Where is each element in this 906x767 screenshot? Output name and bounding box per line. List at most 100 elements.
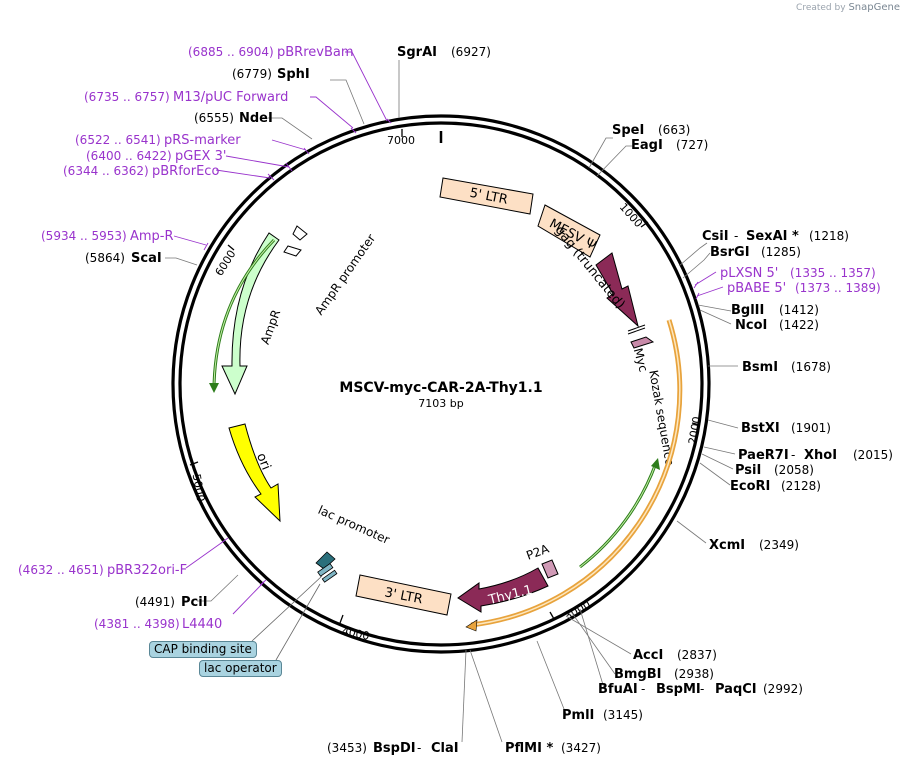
primer-pbr322-name[interactable]: pBR322ori-F	[107, 563, 187, 578]
site-pcii-pos: (4491)	[135, 595, 175, 609]
site-bglii-pos: (1412)	[779, 303, 819, 317]
tick-label-7000: 7000	[387, 134, 415, 147]
site-acci-pos: (2837)	[677, 648, 717, 662]
site-sphi-pos: (6779)	[232, 67, 272, 81]
site-ncoi-pos: (1422)	[779, 318, 819, 332]
site-bmgbi-name[interactable]: BmgBI	[614, 667, 662, 682]
site-sgrai-pos: (6927)	[451, 45, 491, 59]
plasmid-size: 7103 bp	[418, 397, 463, 410]
site-ecori-name[interactable]: EcoRI	[730, 479, 770, 494]
site-bspdi-name[interactable]: BspDI	[373, 741, 416, 756]
feature-ampr-promoter[interactable]: AmpR promoter	[283, 225, 378, 318]
site-paer7i-name[interactable]: PaeR7I	[738, 448, 789, 463]
site-pcii-name[interactable]: PciI	[181, 595, 208, 610]
primer-pbabe-range: (1373 .. 1389)	[795, 281, 881, 295]
site-bmgbi-pos: (2938)	[674, 667, 714, 681]
site-xcmi-name[interactable]: XcmI	[709, 538, 745, 553]
site-bsrgi-name[interactable]: BsrGI	[710, 245, 750, 260]
site-bfuai-sep: -	[641, 682, 645, 696]
primer-pbrrevbam-name[interactable]: pBRrevBam	[277, 45, 354, 60]
feature-lac-operator[interactable]	[317, 562, 334, 577]
site-pmli-pos: (3145)	[603, 708, 643, 722]
feature-myc[interactable]	[630, 336, 655, 349]
site-bspdi-sep: -	[417, 741, 421, 755]
site-bfuai-sep2: -	[700, 682, 704, 696]
credit-brand: SnapGene	[848, 2, 900, 13]
feature-p2a-label: P2A	[524, 541, 551, 562]
primer-pgex-range: (6400 .. 6422)	[86, 149, 172, 163]
feature-3ltr-label: 3' LTR	[383, 585, 424, 607]
tick-marks	[189, 129, 701, 624]
primer-ampr-range: (5934 .. 5953)	[41, 229, 127, 243]
site-pmli-name[interactable]: PmlI	[562, 708, 594, 723]
site-bsmi-name[interactable]: BsmI	[742, 360, 778, 375]
site-bspmi-name[interactable]: BspMI	[656, 682, 701, 697]
primer-plxsn-range: (1335 .. 1357)	[790, 266, 876, 280]
site-csii-sep: -	[734, 229, 738, 243]
site-csii-name[interactable]: CsiI	[702, 229, 729, 244]
site-clai-name[interactable]: ClaI	[431, 741, 459, 756]
snapgene-credit: Created by SnapGene	[796, 2, 900, 13]
primer-ampr-name[interactable]: Amp-R	[130, 229, 174, 244]
feature-lac-promoter[interactable]	[315, 551, 336, 570]
site-csii-pos: (1218)	[809, 229, 849, 243]
site-paqci-name[interactable]: PaqCI	[715, 682, 757, 697]
site-eagi-name[interactable]: EagI	[631, 138, 663, 153]
feature-5ltr[interactable]: 5' LTR	[439, 177, 534, 215]
site-xcmi-pos: (2349)	[759, 538, 799, 552]
tick-label-2000: 2000	[686, 416, 704, 446]
site-eagi-pos: (727)	[676, 138, 708, 152]
primer-pbrrevbam-range: (6885 .. 6904)	[188, 45, 274, 59]
site-ndei-pos: (6555)	[194, 111, 234, 125]
site-sgrai-name[interactable]: SgrAI	[397, 45, 437, 60]
site-psii-pos: (2058)	[774, 463, 814, 477]
feature-car-orf[interactable]	[465, 319, 683, 632]
primer-l4440-name[interactable]: L4440	[182, 617, 222, 632]
site-psii-name[interactable]: PsiI	[735, 463, 761, 478]
primer-pbrfor-range: (6344 .. 6362)	[63, 164, 149, 178]
site-bfuai-name[interactable]: BfuAI	[598, 682, 638, 697]
site-spei-pos: (663)	[658, 123, 690, 137]
site-acci-name[interactable]: AccI	[633, 648, 663, 663]
primer-pbabe-name[interactable]: pBABE 5'	[727, 281, 786, 296]
site-bstxi-name[interactable]: BstXI	[741, 421, 780, 436]
site-ncoi-name[interactable]: NcoI	[735, 318, 767, 333]
site-ecori-pos: (2128)	[781, 479, 821, 493]
primer-prs-name[interactable]: pRS-marker	[164, 133, 241, 148]
tick-label-5000: 5000	[190, 473, 208, 503]
site-sexai-name[interactable]: SexAI *	[746, 229, 799, 244]
feature-green-orf[interactable]	[579, 458, 660, 569]
site-bsmi-pos: (1678)	[791, 360, 831, 374]
site-ndei-name[interactable]: NdeI	[239, 111, 273, 126]
feature-3ltr[interactable]: 3' LTR	[355, 574, 452, 616]
primer-prs-range: (6522 .. 6541)	[75, 133, 161, 147]
plasmid-name: MSCV-myc-CAR-2A-Thy1.1	[339, 380, 542, 396]
site-bstxi-pos: (1901)	[791, 421, 831, 435]
site-bsrgi-pos: (1285)	[761, 245, 801, 259]
primer-plxsn-name[interactable]: pLXSN 5'	[720, 266, 778, 281]
site-sphi-name[interactable]: SphI	[277, 67, 310, 82]
feature-lac-promoter-label: lac promoter	[316, 503, 392, 547]
feature-kozak[interactable]	[627, 324, 646, 335]
credit-prefix: Created by	[796, 3, 846, 13]
cap-binding-site-pill[interactable]: CAP binding site	[149, 641, 257, 658]
site-bfuai-pos: (2992)	[763, 682, 803, 696]
site-scai-name[interactable]: ScaI	[131, 251, 162, 266]
tick-label-4000: 4000	[341, 624, 371, 643]
site-xhoi-name[interactable]: XhoI	[804, 448, 837, 463]
lac-operator-pill[interactable]: lac operator	[199, 660, 282, 677]
backbone-outer	[171, 114, 711, 654]
site-bspdi-pos: (3453)	[327, 741, 367, 755]
feature-ori-label: ori	[253, 451, 273, 472]
site-pflmi-name[interactable]: PflMI *	[505, 741, 553, 756]
feature-ampr-orf[interactable]	[209, 238, 276, 393]
primer-m13-name[interactable]: M13/pUC Forward	[173, 90, 288, 105]
feature-ori[interactable]: ori	[228, 423, 281, 523]
primer-pgex-name[interactable]: pGEX 3'	[175, 149, 226, 164]
primer-pbrfor-name[interactable]: pBRforEco	[152, 164, 219, 179]
feature-thy11[interactable]: Thy1.1	[457, 567, 549, 613]
site-spei-name[interactable]: SpeI	[612, 123, 644, 138]
site-bglii-name[interactable]: BglII	[731, 303, 764, 318]
feature-cap-site[interactable]	[321, 569, 338, 583]
